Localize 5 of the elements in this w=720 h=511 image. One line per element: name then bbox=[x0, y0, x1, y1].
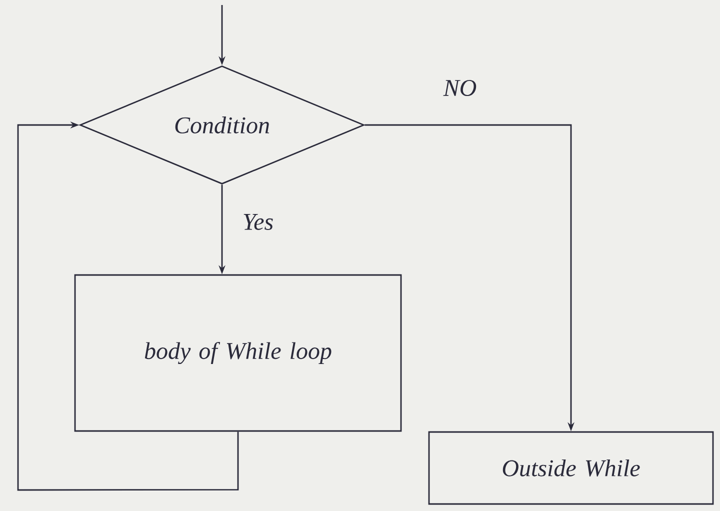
process-box: body of While loop bbox=[74, 274, 402, 432]
process-box: Outside While bbox=[428, 431, 714, 505]
edge-label: Yes bbox=[240, 212, 276, 232]
edge-label: NO bbox=[441, 78, 479, 98]
arrow bbox=[17, 122, 239, 491]
